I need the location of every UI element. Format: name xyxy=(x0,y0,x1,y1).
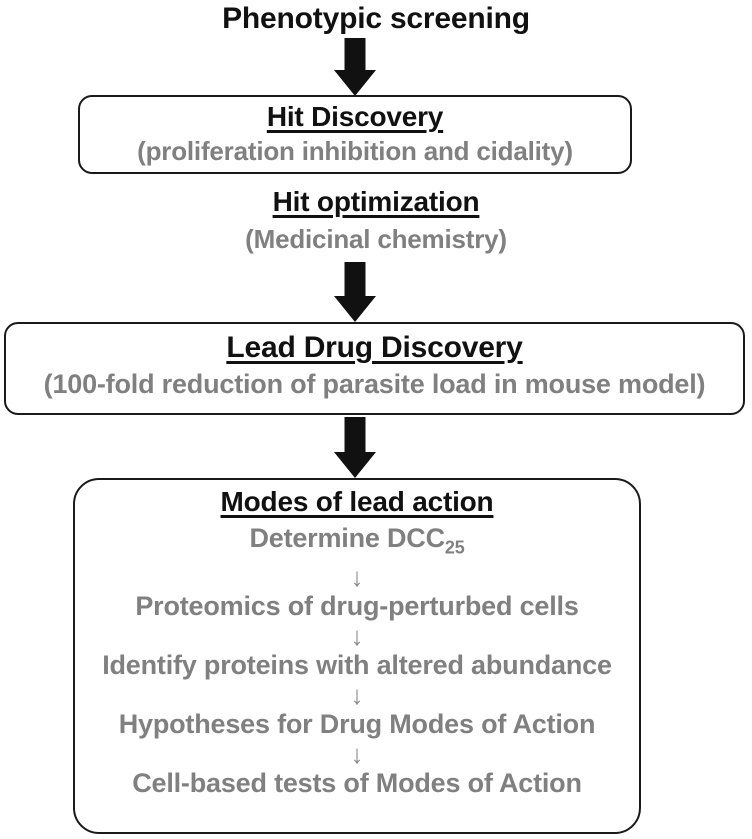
stage-box-modes-of-lead-action: Modes of lead action Determine DCC25 ↓ P… xyxy=(73,478,641,834)
stage-heading-modes-of-lead-action: Modes of lead action xyxy=(220,486,494,517)
modes-separator-arrow-4: ↓ xyxy=(350,739,364,770)
modes-step-1: Determine DCC25 xyxy=(75,523,639,563)
flow-arrow-2 xyxy=(334,262,376,322)
modes-step-1-subscript: 25 xyxy=(444,537,465,558)
stage-box-lead-drug-discovery: Lead Drug Discovery (100-fold reduction … xyxy=(4,322,745,415)
modes-separator-arrow-1: ↓ xyxy=(350,562,364,593)
modes-step-2: Proteomics of drug-perturbed cells xyxy=(135,591,579,622)
stage-subtitle-hit-optimization: (Medicinal chemistry) xyxy=(245,224,507,254)
modes-step-5: Cell-based tests of Modes of Action xyxy=(132,768,582,799)
stage-box-hit-discovery: Hit Discovery (proliferation inhibition … xyxy=(78,95,632,174)
stage-heading-hit-optimization: Hit optimization xyxy=(272,186,480,217)
flow-arrow-1 xyxy=(334,38,376,96)
stage-heading-lead-drug-discovery: Lead Drug Discovery xyxy=(226,331,523,364)
modes-separator-arrow-3: ↓ xyxy=(350,680,364,711)
flow-arrow-3 xyxy=(334,417,376,478)
modes-step-1-text: Determine DCC xyxy=(249,523,445,553)
stage-subtitle-lead-drug-discovery: (100-fold reduction of parasite load in … xyxy=(43,369,706,399)
stage-subtitle-hit-discovery: (proliferation inhibition and cidality) xyxy=(137,136,573,166)
modes-separator-arrow-2: ↓ xyxy=(350,621,364,652)
modes-step-4: Hypotheses for Drug Modes of Action xyxy=(118,709,596,740)
stage-title-phenotypic-screening: Phenotypic screening xyxy=(222,2,530,35)
stage-heading-hit-discovery: Hit Discovery xyxy=(266,101,444,132)
modes-step-3: Identify proteins with altered abundance xyxy=(102,650,612,681)
